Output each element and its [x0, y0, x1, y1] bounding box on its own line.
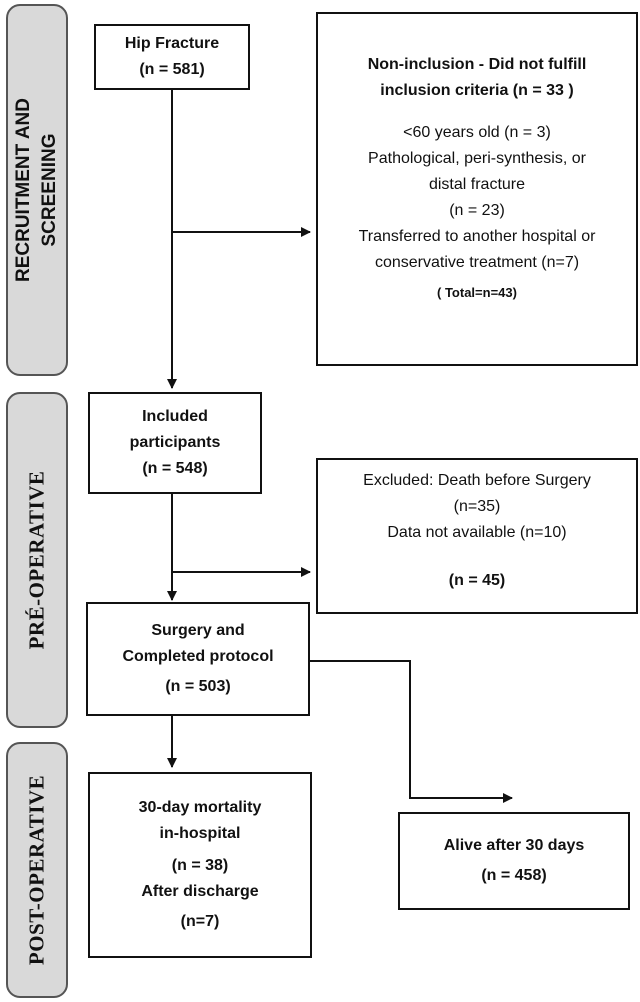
phase-recruitment-screening: RECRUITMENT AND SCREENING	[6, 4, 68, 376]
included-count: (n = 548)	[142, 460, 208, 477]
excluded-reason-death: Excluded: Death before Surgery	[363, 472, 591, 489]
surgery-title-line-1: Surgery and	[151, 622, 245, 639]
phase-post-operative: POST-OPERATIVE	[6, 742, 68, 998]
mortality-title-line-1: 30-day mortality	[138, 799, 262, 816]
hip-fracture-count: (n = 581)	[139, 61, 205, 78]
excluded-total: (n = 45)	[448, 572, 506, 589]
non-inclusion-reason-transferred: Transferred to another hospital or	[358, 228, 596, 245]
included-title-line-2: participants	[129, 434, 221, 451]
included-title-line-1: Included	[142, 408, 208, 425]
included-participants-box: Included participants (n = 548)	[88, 392, 262, 494]
mortality-in-hospital-count: (n = 38)	[171, 857, 229, 874]
non-inclusion-reason-count: (n = 23)	[449, 202, 505, 219]
non-inclusion-total: ( Total=n=43)	[437, 285, 517, 300]
non-inclusion-reason-distal: distal fracture	[428, 176, 526, 193]
excluded-reason-data: Data not available (n=10)	[387, 524, 567, 541]
alive-count: (n = 458)	[481, 867, 547, 884]
non-inclusion-title-line-1: Non-inclusion - Did not fulfill	[367, 56, 587, 73]
non-inclusion-reason-conservative: conservative treatment (n=7)	[374, 254, 580, 271]
mortality-after-discharge-count: (n=7)	[180, 913, 220, 930]
alive-title: Alive after 30 days	[443, 837, 585, 854]
non-inclusion-box: Non-inclusion - Did not fulfill inclusio…	[316, 12, 638, 366]
phase-pre-operative: PRÉ-OPERATIVE	[6, 392, 68, 728]
surgery-title-line-2: Completed protocol	[122, 648, 274, 665]
non-inclusion-reason-pathological: Pathological, peri-synthesis, or	[368, 150, 586, 167]
surgery-completed-box: Surgery and Completed protocol (n = 503)	[86, 602, 310, 716]
hip-fracture-title: Hip Fracture	[124, 35, 220, 52]
alive-box: Alive after 30 days (n = 458)	[398, 812, 630, 910]
mortality-box: 30-day mortality in-hospital (n = 38) Af…	[88, 772, 312, 958]
surgery-count: (n = 503)	[165, 678, 231, 695]
mortality-after-discharge-label: After discharge	[141, 883, 259, 900]
arrow-surgery-to-alive	[310, 660, 513, 803]
excluded-box: Excluded: Death before Surgery (n=35) Da…	[316, 458, 638, 614]
hip-fracture-box: Hip Fracture (n = 581)	[94, 24, 250, 90]
non-inclusion-reason-age: <60 years old (n = 3)	[403, 124, 551, 141]
excluded-reason-death-count: (n=35)	[453, 498, 501, 515]
mortality-title-line-2: in-hospital	[159, 825, 241, 842]
non-inclusion-title-line-2: inclusion criteria (n = 33 )	[380, 82, 574, 99]
